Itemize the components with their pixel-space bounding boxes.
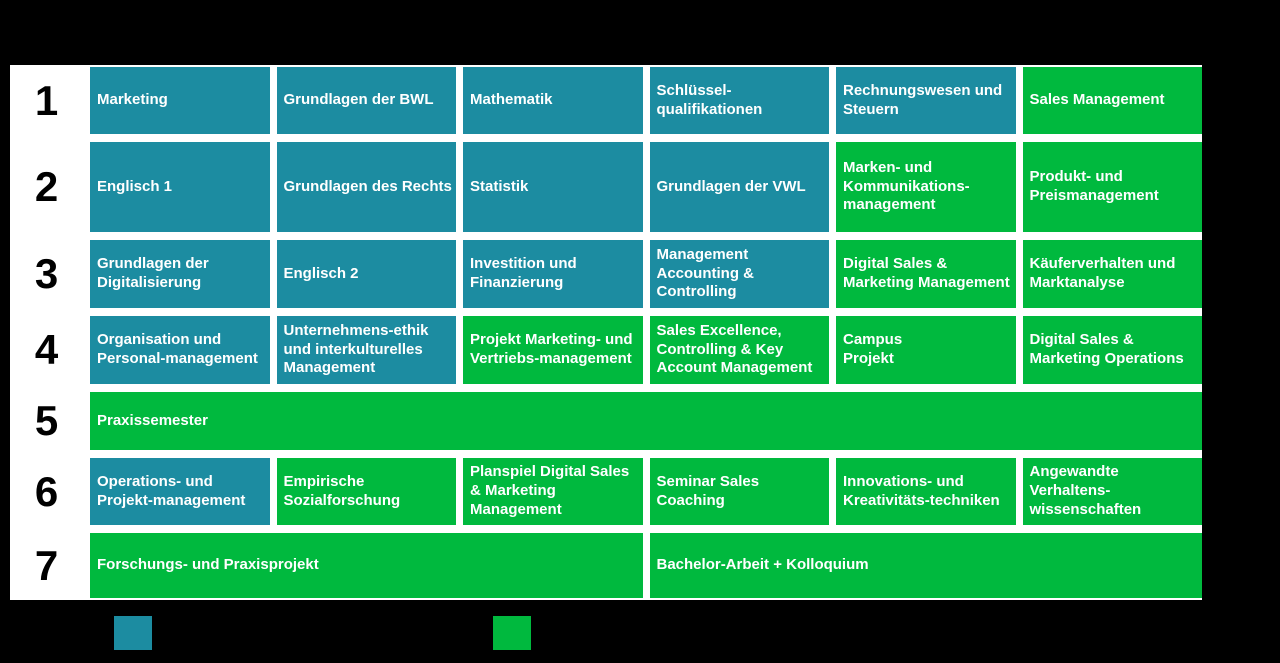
module-cell: Campus Projekt: [836, 316, 1016, 384]
legend: [0, 616, 1280, 652]
module-cell: Projekt Marketing- und Vertriebs-managem…: [463, 316, 643, 384]
module-cell: Englisch 1: [90, 142, 270, 232]
module-cell: Marketing: [90, 67, 270, 134]
module-cell: Produkt- und Preismanagement: [1022, 142, 1202, 232]
module-cell: Empirische Sozialforschung: [276, 458, 456, 525]
legend-green-swatch: [493, 616, 531, 650]
curriculum-grid: 1 Marketing Grundlagen der BWL Mathemati…: [10, 67, 1202, 598]
module-cell: Planspiel Digital Sales & Marketing Mana…: [463, 458, 643, 525]
semester-number-1: 1: [34, 76, 59, 124]
module-cell: Praxissemester: [90, 392, 1202, 450]
semester-number-5: 5: [34, 397, 59, 444]
module-cell: Management Accounting & Controlling: [649, 240, 829, 308]
module-cell: Investition und Finanzierung: [463, 240, 643, 308]
module-cell: Käuferverhalten und Marktanalyse: [1022, 240, 1202, 308]
semester-number-2: 2: [34, 163, 59, 210]
semester-number-7: 7: [34, 541, 59, 589]
module-cell: Digital Sales & Marketing Management: [836, 240, 1016, 308]
module-cell: Schlüssel-qualifikationen: [649, 67, 829, 134]
module-cell: Sales Management: [1022, 67, 1202, 134]
module-cell: Statistik: [463, 142, 643, 232]
module-cell: Seminar Sales Coaching: [649, 458, 829, 525]
module-cell: Grundlagen des Rechts: [276, 142, 456, 232]
legend-teal-swatch: [114, 616, 152, 650]
semester-number-6: 6: [34, 467, 59, 515]
module-cell: Bachelor-Arbeit + Kolloquium: [649, 533, 1202, 598]
module-cell: Grundlagen der VWL: [649, 142, 829, 232]
curriculum-panel: 1 Marketing Grundlagen der BWL Mathemati…: [10, 65, 1202, 600]
semester-number-3: 3: [34, 250, 59, 297]
module-cell: Digital Sales & Marketing Operations: [1022, 316, 1202, 384]
module-cell: Forschungs- und Praxisprojekt: [90, 533, 643, 598]
module-cell: Englisch 2: [276, 240, 456, 308]
module-cell: Unternehmens-ethik und interkulturelles …: [276, 316, 456, 384]
module-cell: Grundlagen der Digitalisierung: [90, 240, 270, 308]
module-cell: Grundlagen der BWL: [276, 67, 456, 134]
module-cell: Innovations- und Kreativitäts-techniken: [836, 458, 1016, 525]
module-cell: Angewandte Verhaltens-wissenschaften: [1022, 458, 1202, 525]
module-cell: Mathematik: [463, 67, 643, 134]
module-cell: Operations- und Projekt-management: [90, 458, 270, 525]
module-cell: Marken- und Kommunikations-management: [836, 142, 1016, 232]
module-cell: Sales Excellence, Controlling & Key Acco…: [649, 316, 829, 384]
module-cell: Organisation und Personal-management: [90, 316, 270, 384]
module-cell: Rechnungswesen und Steuern: [836, 67, 1016, 134]
semester-number-4: 4: [34, 326, 59, 373]
